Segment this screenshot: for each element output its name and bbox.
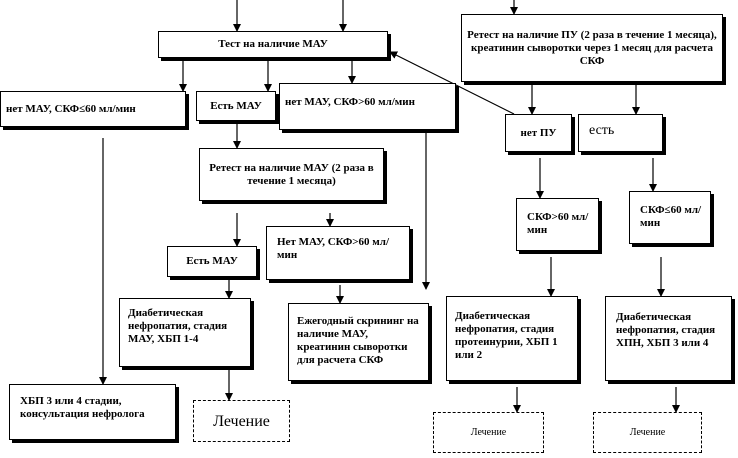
no-mau-gfr-low-box: нет МАУ, СКФ≤60 мл/мин bbox=[0, 91, 186, 127]
no-mau-gfr-high-2-text: Нет МАУ, СКФ>60 мл/мин bbox=[277, 236, 390, 261]
no-pu-box: нет ПУ bbox=[505, 114, 572, 152]
has-pu-box: есть bbox=[578, 114, 663, 152]
treatment-hpn-box: Лечение bbox=[593, 412, 702, 453]
has-mau-2-text: Есть МАУ bbox=[186, 255, 238, 267]
no-mau-gfr-high-box: нет МАУ, СКФ>60 мл/мин bbox=[279, 83, 456, 130]
no-mau-gfr-low-text: нет МАУ, СКФ≤60 мл/мин bbox=[6, 103, 136, 115]
gfr-gt60-box: СКФ>60 мл/мин bbox=[516, 198, 599, 251]
dn-proteinuria-text: Диабетическая нефропатия, стадия протеин… bbox=[455, 310, 558, 361]
annual-screening-box: Ежегодный скрининг на наличие МАУ, креат… bbox=[288, 303, 429, 381]
treatment-pu-box: Лечение bbox=[433, 412, 544, 453]
treatment-pu-text: Лечение bbox=[470, 427, 507, 438]
treatment-hpn-text: Лечение bbox=[629, 427, 666, 438]
dn-mau-text: Диабетическая нефропатия, стадия МАУ, ХБ… bbox=[128, 307, 228, 345]
has-mau-text: Есть МАУ bbox=[210, 99, 262, 112]
retest-pu-box: Ретест на наличие ПУ (2 раза в течение 1… bbox=[461, 14, 723, 82]
dn-hpn-text: Диабетическая нефропатия, стадия ХПН, ХБ… bbox=[616, 311, 716, 349]
annual-screening-text: Ежегодный скрининг на наличие МАУ, креат… bbox=[297, 315, 419, 366]
gfr-gt60-text: СКФ>60 мл/мин bbox=[527, 211, 589, 236]
treatment-mau-box: Лечение bbox=[193, 400, 290, 442]
has-mau-box: Есть МАУ bbox=[196, 91, 276, 121]
no-mau-gfr-high-text: нет МАУ, СКФ>60 мл/мин bbox=[285, 96, 415, 108]
gfr-le60-text: СКФ≤60 мл/мин bbox=[640, 204, 702, 229]
treatment-mau-text: Лечение bbox=[213, 412, 270, 430]
dn-hpn-box: Диабетическая нефропатия, стадия ХПН, ХБ… bbox=[605, 296, 732, 381]
no-mau-gfr-high-2-box: Нет МАУ, СКФ>60 мл/мин bbox=[266, 226, 410, 280]
retest-pu-text: Ретест на наличие ПУ (2 раза в течение 1… bbox=[467, 28, 717, 67]
test-mau-box: Тест на наличие МАУ bbox=[158, 31, 388, 58]
retest-mau-text: Ретест на наличие МАУ (2 раза в течение … bbox=[209, 161, 374, 187]
test-mau-text: Тест на наличие МАУ bbox=[218, 38, 328, 50]
gfr-le60-box: СКФ≤60 мл/мин bbox=[629, 191, 711, 244]
has-pu-text: есть bbox=[589, 123, 615, 138]
ckd34-consult-text: ХБП 3 или 4 стадии, консультация нефроло… bbox=[20, 395, 145, 420]
no-pu-text: нет ПУ bbox=[520, 126, 557, 139]
dn-mau-box: Диабетическая нефропатия, стадия МАУ, ХБ… bbox=[119, 298, 251, 367]
retest-mau-box: Ретест на наличие МАУ (2 раза в течение … bbox=[199, 148, 384, 201]
has-mau-2-box: Есть МАУ bbox=[167, 246, 257, 277]
ckd34-consult-box: ХБП 3 или 4 стадии, консультация нефроло… bbox=[9, 384, 176, 440]
dn-proteinuria-box: Диабетическая нефропатия, стадия протеин… bbox=[446, 296, 578, 381]
